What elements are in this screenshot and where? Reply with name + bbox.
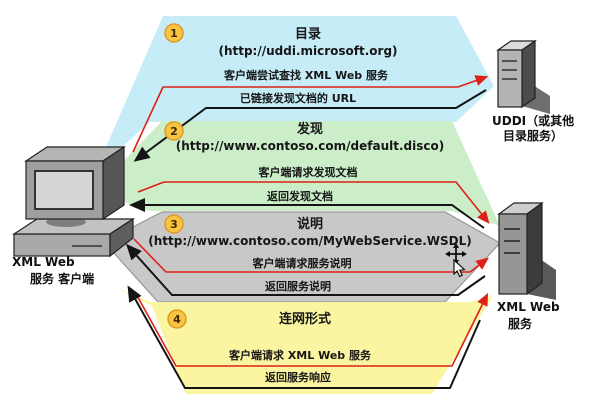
band-3-response-label: 返回服务说明 xyxy=(265,279,331,293)
band-2-response-label: 返回发现文档 xyxy=(267,189,333,203)
band-3-url: (http://www.contoso.com/MyWebService.WSD… xyxy=(148,234,472,248)
webservice-label-line1: XML Web xyxy=(497,300,560,314)
band-4-response-arrow xyxy=(127,285,481,389)
band-2-title: 发现 xyxy=(296,121,323,137)
step-1-directory-band: 目录 (http://uddi.microsoft.org) 客户端尝试查找 X… xyxy=(96,16,494,170)
step-3-description-band: 说明 (http://www.contoso.com/MyWebService.… xyxy=(103,211,501,303)
webservice-server-front xyxy=(498,213,528,295)
webservice-server-icon xyxy=(497,201,556,300)
uddi-server-slots xyxy=(502,60,517,80)
step-badges: 1 2 3 4 xyxy=(164,23,187,329)
band-1-response-label: 已链接发现文档的 URL xyxy=(240,91,356,105)
band-2-url: (http://www.contoso.com/default.disco) xyxy=(176,139,444,153)
step-1-badge-number: 1 xyxy=(170,27,178,40)
band-4-title: 连网形式 xyxy=(279,311,331,327)
client-base-front xyxy=(13,233,111,257)
band-1-url: (http://uddi.microsoft.org) xyxy=(218,44,397,58)
band-3-request-arrow xyxy=(133,238,489,273)
step-2-badge: 2 xyxy=(164,121,184,141)
pointer-arrow-icon xyxy=(453,258,466,278)
band-1-title: 目录 xyxy=(295,27,321,42)
step-4-badge-number: 4 xyxy=(173,313,181,326)
band-2-response-arrow xyxy=(129,198,485,229)
band-4-response-label: 返回服务响应 xyxy=(265,370,331,384)
step-2-badge-circle xyxy=(164,121,184,141)
uddi-server-icon xyxy=(496,39,550,114)
band-1-shape xyxy=(96,16,494,170)
client-label-line1: XML Web xyxy=(12,255,75,269)
step-3-badge-number: 3 xyxy=(170,218,178,231)
band-3-request-label: 客户端请求服务说明 xyxy=(252,256,352,270)
client-base-side xyxy=(109,217,134,258)
uddi-label-line2: 目录服务） xyxy=(503,128,563,143)
band-4-shape xyxy=(114,287,493,394)
step-1-badge-circle xyxy=(164,23,184,43)
uddi-label-line1: UDDI（或其他 xyxy=(492,113,574,128)
step-4-badge: 4 xyxy=(167,309,187,329)
mouse-move-cursor-icon xyxy=(445,243,467,278)
step-2-discovery-band: 发现 (http://www.contoso.com/default.disco… xyxy=(94,121,500,226)
client-monitor-screen xyxy=(34,170,94,210)
uddi-server-side xyxy=(521,39,536,109)
client-label-line2: 服务 客户端 xyxy=(30,271,94,286)
step-3-badge: 3 xyxy=(164,214,184,234)
step-4-badge-circle xyxy=(167,309,187,329)
webservice-server-slots xyxy=(504,228,520,254)
band-1-request-label: 客户端尝试查找 XML Web 服务 xyxy=(223,68,389,82)
message-arrows xyxy=(125,75,490,389)
band-2-request-arrow xyxy=(137,181,490,224)
client-computer-icon xyxy=(11,145,136,258)
step-3-badge-circle xyxy=(164,214,184,234)
band-3-title: 说明 xyxy=(297,216,323,232)
band-3-response-arrow xyxy=(125,243,486,296)
webservice-server-side xyxy=(526,201,543,296)
step-4-wire-format-band: 连网形式 客户端请求 XML Web 服务 返回服务响应 xyxy=(114,287,493,394)
band-4-request-arrow xyxy=(134,291,489,367)
band-4-request-label: 客户端请求 XML Web 服务 xyxy=(228,348,372,362)
band-1-request-arrow xyxy=(132,75,489,153)
move-cross-icon xyxy=(449,247,463,261)
step-2-badge-number: 2 xyxy=(170,125,178,138)
step-1-badge: 1 xyxy=(164,23,184,43)
webservice-label-line2: 服务 xyxy=(508,316,533,331)
band-2-shape xyxy=(94,121,500,226)
band-2-request-label: 客户端请求发现文档 xyxy=(258,165,358,179)
